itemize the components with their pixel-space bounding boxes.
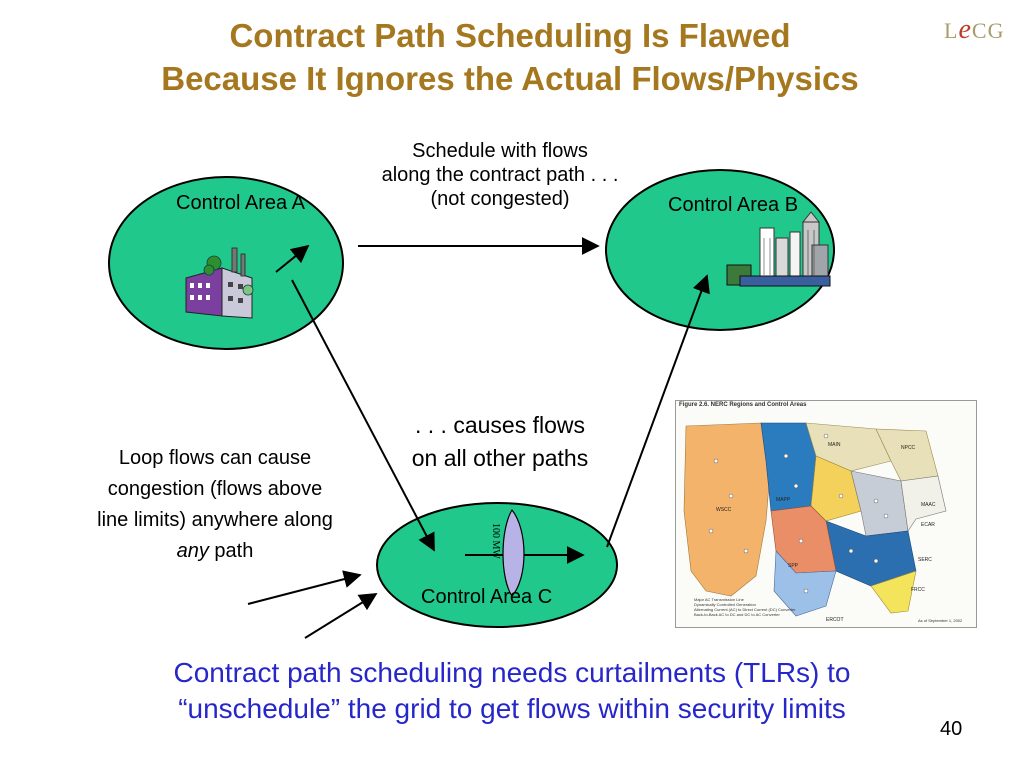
bottom-line-1: Contract path scheduling needs curtailme… <box>173 657 851 688</box>
loop-note-line-1: Loop flows can cause <box>118 447 312 469</box>
slide-title: Contract Path Scheduling Is Flawed Becau… <box>60 14 960 100</box>
map-region-mapp: MAPP <box>776 497 791 503</box>
map-legend-item-1: Major AC Transmission Line <box>694 597 745 602</box>
map-region-ercot: ERCOT <box>826 617 844 623</box>
map-title: Figure 2.6. NERC Regions and Control Are… <box>679 402 807 408</box>
map-region-npcc: NPCC <box>901 445 916 451</box>
map-legend-item-4: Back-to-Back AC to DC and DC to AC Conve… <box>694 612 780 617</box>
arrow-c-to-b <box>606 274 710 548</box>
arrow-into-area-c-upper <box>247 570 362 605</box>
control-area-a-label: Control Area A <box>176 192 305 214</box>
causes-note-line-2: on all other paths <box>411 445 589 471</box>
map-region-main: MAIN <box>828 442 841 448</box>
lecg-logo: LeCG <box>944 14 1005 45</box>
control-area-a-ellipse <box>108 176 344 350</box>
map-region-spp: SPP <box>788 563 799 569</box>
schedule-note-line-1: Schedule with flows <box>412 140 588 162</box>
arrow-a-to-c <box>291 279 435 552</box>
factory-icon <box>185 247 254 319</box>
map-legend-item-3: Alternating Current (AC) to Direct Curre… <box>694 607 796 612</box>
page-number: 40 <box>940 718 963 740</box>
city-buildings-icon <box>726 211 831 287</box>
bottom-line-2: “unschedule” the grid to get flows withi… <box>178 693 846 724</box>
schedule-note: Schedule with flows along the contract p… <box>350 139 650 211</box>
causes-flows-note: . . . causes flows on all other paths <box>380 409 620 475</box>
loop-flows-note: Loop flows can cause congestion (flows a… <box>55 443 375 567</box>
schedule-note-line-3: (not congested) <box>430 188 570 210</box>
causes-note-line-1: . . . causes flows <box>414 412 585 438</box>
map-date: As of September 1, 2002 <box>918 618 963 623</box>
bottom-conclusion: Contract path scheduling needs curtailme… <box>40 655 984 727</box>
map-region-ecar: ECAR <box>921 522 935 528</box>
loop-note-line-4: any path <box>176 540 254 562</box>
arrow-into-area-c-lower <box>304 593 378 639</box>
map-graphic: MAIN NPCC MAPP WSCC MAAC ECAR SERC SPP F… <box>683 422 963 623</box>
nerc-regions-map: Figure 2.6. NERC Regions and Control Are… <box>675 400 977 628</box>
control-area-b-ellipse <box>605 169 835 331</box>
schedule-note-line-2: along the contract path . . . <box>381 164 619 186</box>
arrow-into-area-a <box>275 244 310 273</box>
map-region-wscc: WSCC <box>716 507 732 513</box>
control-area-c-label: Control Area C <box>421 586 553 608</box>
flow-lens-shape <box>502 508 525 597</box>
map-region-maac: MAAC <box>921 502 936 508</box>
map-region-serc: SERC <box>918 557 932 563</box>
map-legend-item-2: Dynamically Controlled Generation <box>694 602 756 607</box>
control-area-c-ellipse <box>376 502 618 628</box>
control-area-b-label: Control Area B <box>668 194 799 216</box>
slide-title-line-1: Contract Path Scheduling Is Flawed <box>229 17 791 54</box>
flow-amount-label: 100 MW <box>490 523 501 559</box>
slide-title-line-2: Because It Ignores the Actual Flows/Phys… <box>161 60 859 97</box>
loop-note-line-2: congestion (flows above <box>107 478 323 500</box>
map-region-frcc: FRCC <box>911 587 925 593</box>
loop-note-line-3: line limits) anywhere along <box>97 509 333 531</box>
